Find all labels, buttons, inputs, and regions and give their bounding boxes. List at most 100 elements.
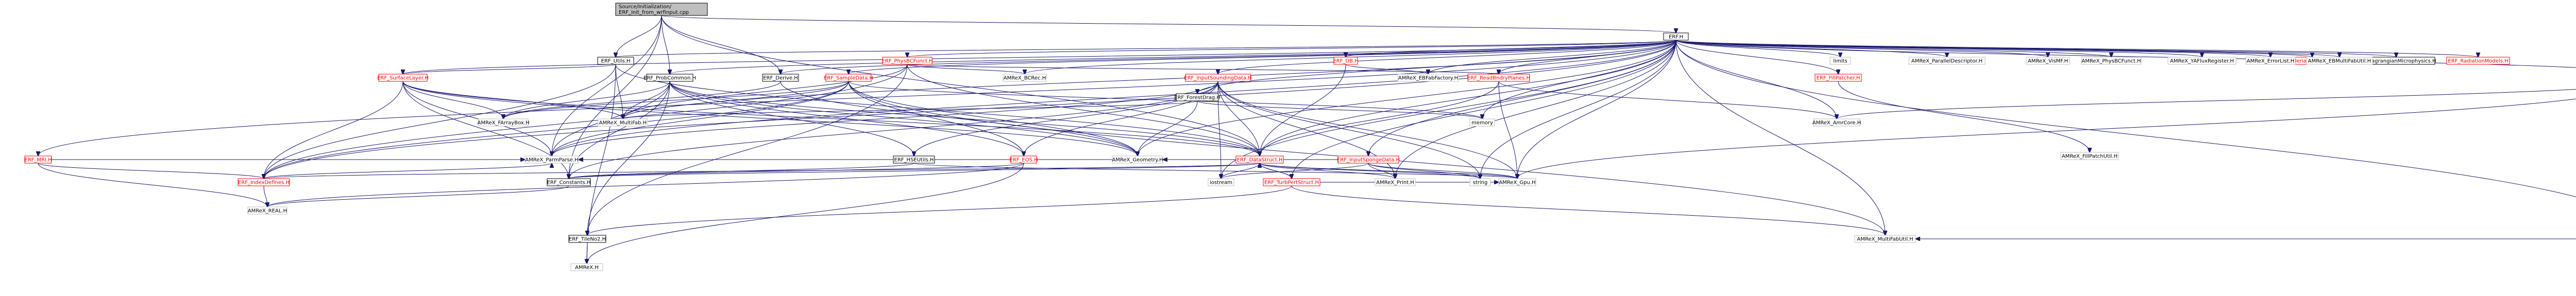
edge-erf_sampledata-to-amrex_farraybox — [503, 81, 849, 119]
node-erf-readbndryplanes[interactable]: ERF_ReadBndryPlanes.H — [1467, 74, 1530, 82]
edge-erf-to-iostream — [1221, 40, 1676, 179]
edge-erf-to-erf_db — [1346, 40, 1676, 57]
edge-erf_hseutils-to-erf_constants — [569, 163, 914, 179]
node-box — [1235, 155, 1284, 164]
edges-layer — [38, 15, 2576, 264]
edge-erf_derive-to-amrex_geometry — [780, 81, 1138, 156]
edge-erf_sampledata-to-amrex_multifab — [623, 81, 849, 119]
node-box — [646, 74, 693, 82]
node-box — [615, 3, 708, 16]
node-label: AMReX_AmrCore.H — [1812, 120, 1861, 126]
node-label: string — [1473, 180, 1488, 186]
node-erf-radiationmodels[interactable]: ERF_RadiationModels.H — [2446, 57, 2510, 65]
edge-erf_inputsoundingdata-to-amrex_gpu — [1217, 81, 1517, 179]
node-box — [1397, 74, 1459, 82]
node-erf-tileno2[interactable]: ERF_TileNo2.H — [568, 235, 606, 243]
node-memory: memory — [1469, 118, 1495, 127]
edge-erf-to-erf_physbcfunct — [907, 40, 1676, 57]
node-label: iostream — [1210, 180, 1232, 186]
node-label: AMReX_VisMF.H — [2028, 59, 2068, 64]
node-erf-mri[interactable]: ERF_MRI.H — [24, 155, 52, 164]
edge-erf_datastruct-to-erf_indexdefines — [264, 163, 1260, 179]
edge-erf_sampledata-to-erf_eos — [848, 81, 1024, 156]
node-box — [547, 178, 591, 186]
edge-erf_inputsoundingdata-to-erf_constants — [569, 81, 1218, 179]
node-erf-utils[interactable]: ERF_Utils.H — [597, 57, 634, 65]
edge-erf_writebndryplanes-to-amrex_amrcore — [1837, 89, 2576, 119]
node-box — [2167, 57, 2236, 65]
node-box — [247, 206, 287, 215]
node-erf-constants[interactable]: ERF_Constants.H — [547, 178, 591, 186]
edge-erf_fillpatcher-to-amrex_fillpatchutil — [1838, 81, 2090, 152]
node-label: AMReX_Gpu.H — [1499, 180, 1535, 186]
node-box — [1263, 178, 1320, 186]
edge-erf_hseutils-to-amrex_gpu — [913, 163, 1517, 179]
edge-erf_utils-to-erf_surfacelayer — [403, 64, 616, 74]
node-erf-sampledata[interactable]: ERF_SampleData.H — [824, 74, 873, 82]
node-label: ERF_DataStruct.H — [1237, 158, 1283, 163]
node-label: ERF_TurbPertStruct.H — [1264, 180, 1319, 186]
node-amrex-vismf: AMReX_VisMF.H — [2026, 57, 2070, 65]
node-box — [598, 118, 648, 127]
edge-erf_readbndryplanes-to-amrex_amrcore — [1498, 81, 1837, 119]
edge-erf_utils-to-amrex_multifab — [615, 64, 623, 119]
edge-erf_physbcfunct-to-amrex_bcrec — [907, 64, 1025, 74]
node-amrex-errorlist: AMReX_ErrorList.H — [2245, 57, 2296, 65]
node-erf-physbcfunct[interactable]: ERF_PhysBCFunct.H — [882, 57, 933, 65]
node-box — [1185, 74, 1251, 82]
node-label: ERF_HSEUtils.H — [894, 158, 934, 163]
node-erf-fillpatcher[interactable]: ERF_FillPatcher.H — [1815, 74, 1862, 82]
edge-erf_db-to-erf_datastruct — [1260, 64, 1346, 156]
edge-erf_sampledata-to-amrex_geometry — [848, 81, 1138, 156]
edge-root-to-erf — [661, 15, 1676, 33]
edge-erf_inputsoundingdata-to-erf_eos — [1024, 81, 1218, 156]
edge-root-to-erf_utils — [616, 15, 662, 57]
edge-erf_physbcfunct-to-erf_datastruct — [907, 64, 1260, 156]
node-label: AMReX.H — [575, 265, 599, 271]
node-root[interactable]: Source/Initialization/ERF_init_from_wrfi… — [615, 3, 708, 16]
edge-erf-to-memory — [1482, 40, 1676, 119]
node-amrex-amrcore: AMReX_AmrCore.H — [1812, 118, 1861, 127]
node-amrex-gpu: AMReX_Gpu.H — [1498, 178, 1536, 186]
edge-erf_inputsoundingdata-to-erf_datastruct — [1217, 81, 1260, 156]
edge-root-to-erf_constants — [569, 15, 662, 179]
edge-erf_surfacelayer-to-erf_datastruct — [402, 81, 1260, 156]
node-erf[interactable]: ERF.H — [1663, 32, 1689, 41]
edge-erf-to-erf_utils — [616, 40, 1676, 57]
edge-erf-to-amrex_ebfabfactory — [1428, 40, 1676, 74]
node-label: AMReX_FillPatchUtil.H — [2062, 154, 2117, 160]
node-label: ERF_InputSpongeData.H — [1337, 158, 1400, 163]
node-erf-inputsoundingdata[interactable]: ERF_InputSoundingData.H — [1184, 74, 1252, 82]
edge-erf_probcommon-to-amrex_farraybox — [503, 81, 670, 119]
edge-erf_forestdrag-to-memory — [1197, 100, 1482, 119]
node-erf-db[interactable]: ERF_DB.H — [1333, 57, 1359, 65]
edge-erf-to-amrex_ebmultifabutil — [1675, 40, 2340, 57]
node-label: AMReX_ErrorList.H — [2247, 59, 2295, 64]
node-erf-surfacelayer[interactable]: ERF_SurfaceLayer.H — [377, 74, 429, 82]
node-box — [1469, 178, 1491, 186]
node-erf-indexdefines[interactable]: ERF_IndexDefines.H — [238, 178, 290, 186]
node-label: AMReX_ParallelDescriptor.H — [1911, 59, 1982, 64]
node-box — [1010, 155, 1037, 164]
node-erf-datastruct[interactable]: ERF_DataStruct.H — [1235, 155, 1284, 164]
node-amrex-parmparse: AMReX_ParmParse.H — [524, 155, 579, 164]
node-erf-forestdrag[interactable]: ERF_ForestDrag.H — [1174, 93, 1221, 101]
edge-erf-to-amrex_print — [1395, 40, 1676, 179]
edge-erf-to-amrex_gpu — [1517, 40, 1676, 179]
node-erf-inputspongedata[interactable]: ERF_InputSpongeData.H — [1337, 155, 1400, 164]
node-limits: limits — [1829, 57, 1851, 65]
node-box — [882, 57, 933, 65]
node-label: memory — [1471, 120, 1493, 126]
node-erf-turbpertstruct[interactable]: ERF_TurbPertStruct.H — [1263, 178, 1320, 186]
node-box — [24, 155, 52, 164]
node-erf-eos[interactable]: ERF_EOS.H — [1009, 155, 1038, 164]
edge-erf_indexdefines-to-amrex_parmparse — [263, 163, 552, 179]
node-label: AMReX_BCRec.H — [1004, 76, 1046, 81]
node-erf-derive[interactable]: ERF_Derive.H — [762, 74, 799, 82]
node-box — [378, 74, 428, 82]
node-label: AMReX_REAL.H — [248, 208, 287, 214]
node-erf-hseutils[interactable]: ERF_HSEUtils.H — [893, 155, 935, 164]
node-label: AMReX_EBFabFactory.H — [1398, 76, 1458, 81]
node-label: ERF_MRI.H — [24, 158, 52, 163]
node-erf-probcommon[interactable]: ERF_ProbCommon.H — [643, 74, 696, 82]
